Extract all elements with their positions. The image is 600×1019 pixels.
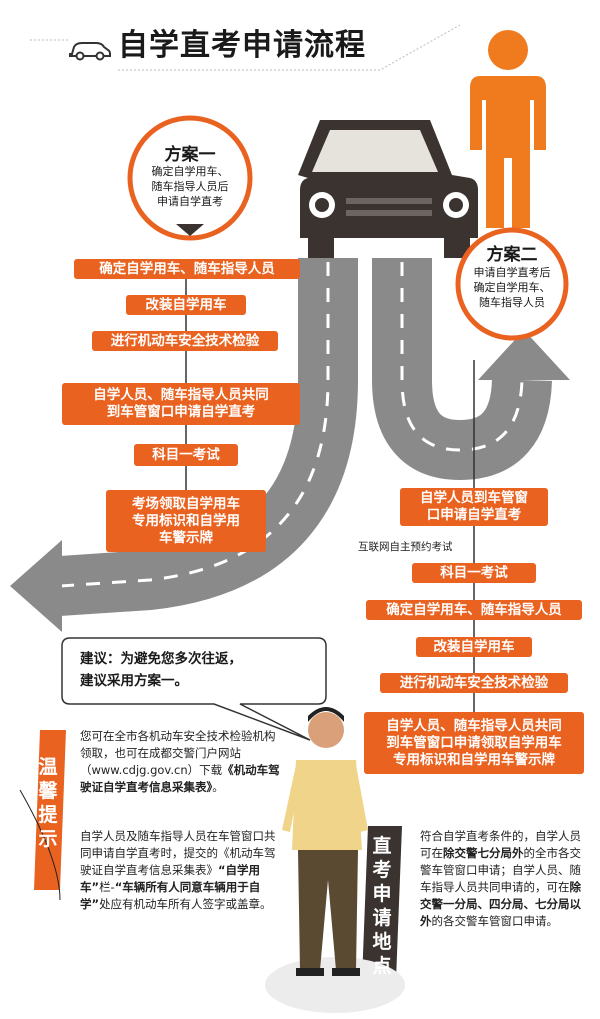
man-figure (265, 707, 405, 1013)
plan-a-step-6: 考场领取自学用车专用标识和自学用车警示牌 (106, 490, 266, 552)
arrow-right-icon (478, 330, 570, 380)
plan-a-step-5: 科目一考试 (134, 444, 238, 466)
plan-a-step-1: 确定自学用车、随车指导人员 (74, 259, 300, 279)
plan-b-desc: 申请自学直考后 确定自学用车、 随车指导人员 (473, 266, 551, 309)
location-text: 符合自学直考条件的，自学人员可在除交警七分局外的全市各交警车管窗口申请；自学人员… (420, 829, 581, 928)
car-front-icon (298, 120, 478, 258)
plan-a-step-2: 改装自学用车 (126, 295, 246, 315)
plan-b-step-2: 科目一考试 (412, 563, 536, 583)
page-title: 自学直考申请流程 (118, 28, 366, 63)
plan-b-step-6: 自学人员、随车指导人员共同到车管窗口申请领取自学用车专用标识和自学用车警示牌 (364, 712, 584, 774)
plan-b-step-5: 进行机动车安全技术检验 (380, 673, 568, 693)
suggestion-text: 建议：为避免您多次往返， 建议采用方案一。 (80, 651, 242, 689)
tips-tab (34, 730, 66, 890)
tips-label: 温馨提示 (38, 756, 58, 850)
plan-a-desc: 确定自学用车、 随车指导人员后 申请自学直考 (151, 165, 229, 208)
plan-a-step-4: 自学人员、随车指导人员共同到车管窗口申请自学直考 (62, 383, 300, 425)
plan-a-circle (127, 115, 253, 241)
plan-b-step-3: 确定自学用车、随车指导人员 (366, 600, 582, 620)
online-booking-note: 互联网自主预约考试 (358, 541, 453, 553)
chevron-down-icon (176, 224, 204, 236)
plan-b-circle (455, 227, 569, 341)
suggestion-bubble (61, 637, 327, 741)
plan-b-step-1: 自学人员到车管窗口申请自学直考 (400, 488, 548, 526)
plan-b-step-4: 改装自学用车 (416, 637, 532, 657)
location-tab (362, 826, 402, 980)
tips-paragraph-2: 自学人员及随车指导人员在车管窗口共同申请自学直考时，提交的《机动车驾驶证自学直考… (80, 829, 276, 911)
person-icon (470, 30, 546, 228)
plan-a-step-3: 进行机动车安全技术检验 (92, 331, 278, 351)
location-label: 直考申请地点 (372, 835, 392, 977)
car-outline-icon (69, 42, 111, 61)
arrow-left-icon (10, 540, 62, 632)
plan-b-title: 方案二 (486, 245, 538, 265)
tips-paragraph-1: 您可在全市各机动车安全技术检验机构领取，也可在成都交警门户网站（www.cdjg… (80, 729, 280, 794)
plan-a-title: 方案一 (164, 145, 216, 165)
